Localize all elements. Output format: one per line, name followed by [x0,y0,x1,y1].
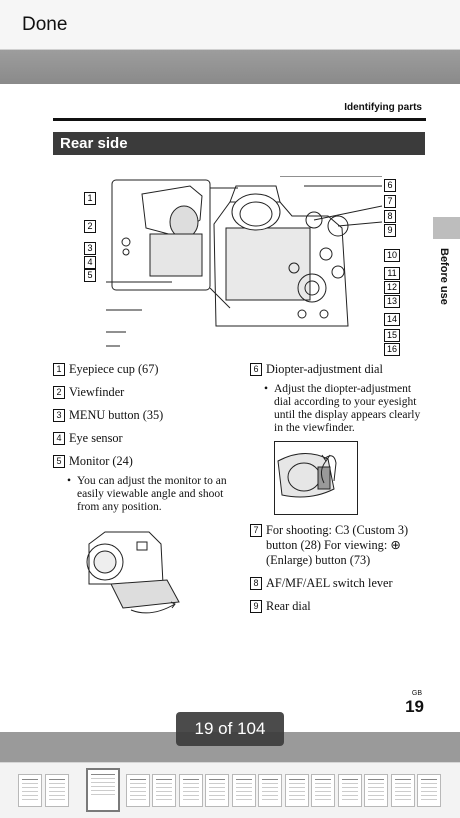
side-tab-marker [433,217,460,239]
section-title: Rear side [60,135,128,152]
callout-16: 16 [384,342,404,356]
callout-8: 8 [384,209,400,223]
page-thumbnail[interactable] [417,774,441,807]
diopter-dial-illustration [274,441,358,515]
parts-list-left: 1 Eyepiece cup (67) 2 Viewfinder 3 MENU … [53,362,233,622]
language-code: GB [411,690,422,697]
page-thumbnail[interactable] [391,774,415,807]
page-thumbnail[interactable] [258,774,282,807]
page-thumbnail[interactable] [45,774,69,807]
page-thumbnail[interactable] [311,774,335,807]
callout-5: 5 [84,268,100,282]
callout-9: 9 [384,223,400,237]
viewer-gutter-top [0,50,460,84]
callout-10: 10 [384,248,404,262]
page-thumbnail[interactable] [179,774,203,807]
page-thumbnail-current[interactable] [86,768,120,812]
side-chapter-text: Before use [438,248,450,305]
page-thumbnail[interactable] [285,774,309,807]
camera-rear-illustration [106,176,383,347]
done-button[interactable]: Done [22,14,68,35]
document-page[interactable]: Identifying parts Rear side Before use [0,84,460,732]
top-bar: Done [0,0,460,50]
page-indicator: 19 of 104 [176,712,284,746]
parts-list-right: 6 Diopter-adjustment dial • Adjust the d… [250,362,428,622]
list-item: 1 Eyepiece cup (67) [53,362,233,377]
page-thumbnail[interactable] [364,774,388,807]
page-thumbnail[interactable] [205,774,229,807]
bullet-note: • You can adjust the monitor to an easil… [67,475,227,513]
list-item: 3 MENU button (35) [53,408,233,423]
list-item: 5 Monitor (24) [53,454,233,469]
section-header: Identifying parts [344,102,422,113]
list-item: 8 AF/MF/AEL switch lever [250,576,428,591]
page-number: 19 [405,697,424,716]
callout-13: 13 [384,294,404,308]
list-item: 2 Viewfinder [53,385,233,400]
list-item: 9 Rear dial [250,599,428,614]
list-item: 7 For shooting: C3 (Custom 3) button (28… [250,523,428,568]
callout-6: 6 [384,178,400,192]
callout-4: 4 [84,255,100,269]
callout-15: 15 [384,328,404,342]
list-item: 6 Diopter-adjustment dial [250,362,428,377]
page-thumbnail[interactable] [232,774,256,807]
side-chapter-label: Before use [436,248,454,338]
callout-12: 12 [384,280,404,294]
callout-11: 11 [384,266,404,280]
callout-14: 14 [384,312,404,326]
bullet-dot-icon: • [67,475,72,487]
callout-1: 1 [84,191,100,205]
page-thumbnail[interactable] [126,774,150,807]
header-rule [53,118,426,121]
callout-2: 2 [84,219,100,233]
callout-7: 7 [384,194,400,208]
callout-3: 3 [84,241,100,255]
page-thumbnail[interactable] [152,774,176,807]
bullet-note: • Adjust the diopter-adjustment dial acc… [264,383,421,434]
thumbnail-strip[interactable] [0,762,460,818]
tilting-monitor-illustration [86,531,180,614]
page-thumbnail[interactable] [338,774,362,807]
section-title-bar: Rear side [53,132,425,155]
bullet-dot-icon: • [264,383,269,395]
list-item: 4 Eye sensor [53,431,233,446]
page-thumbnail[interactable] [18,774,42,807]
